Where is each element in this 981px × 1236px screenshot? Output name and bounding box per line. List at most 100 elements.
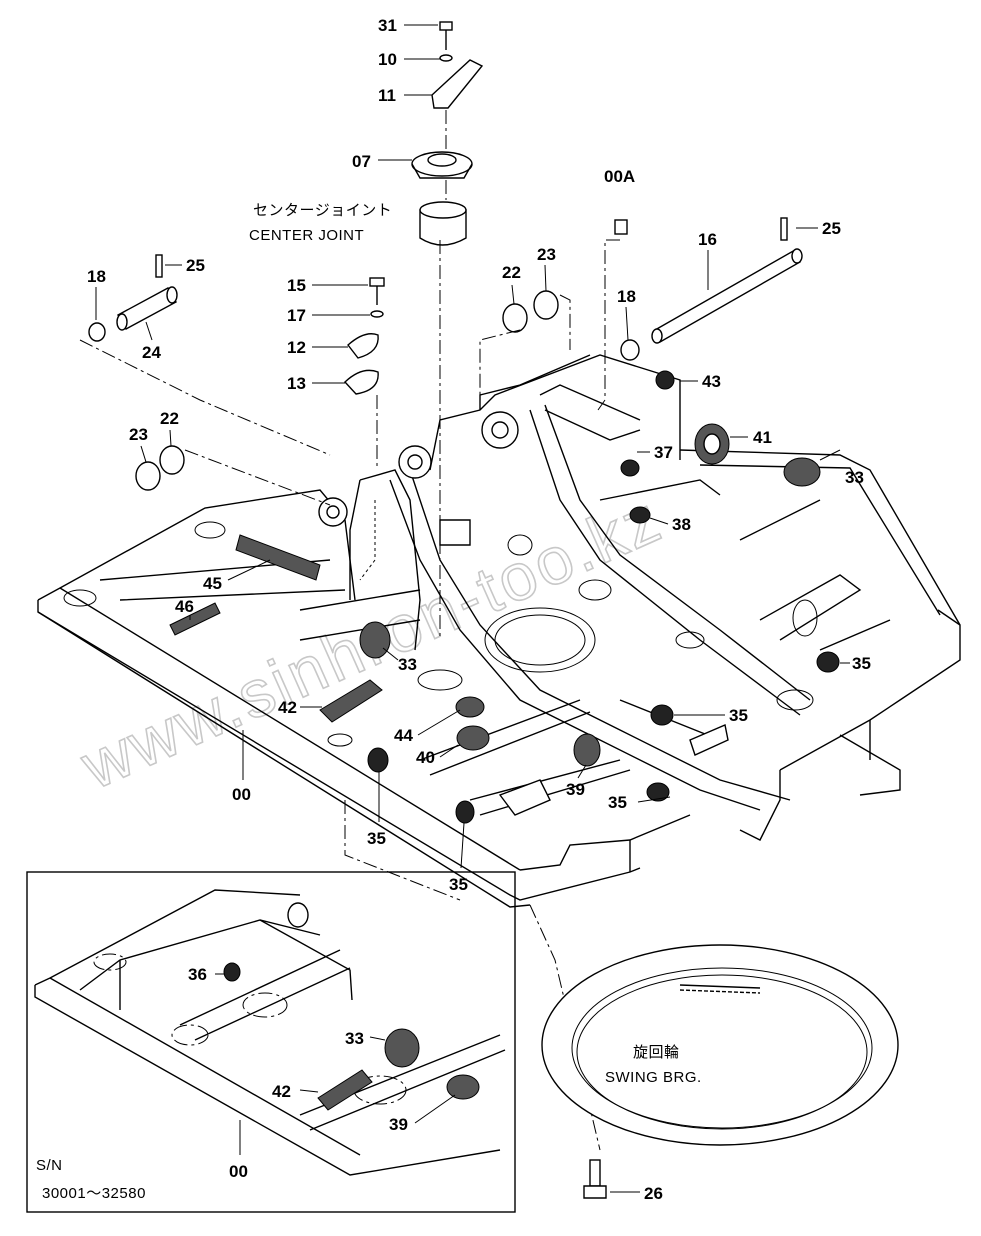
- callout-22-left: 22: [160, 409, 179, 428]
- mount-35-d: [650, 704, 674, 726]
- callout-labels: 31 10 11 07 00A 16 25 25 18 24 15 17 12 …: [87, 16, 871, 1203]
- callout-13: 13: [287, 374, 306, 393]
- pad-46: [169, 602, 221, 636]
- callout-00A: 00A: [604, 167, 635, 186]
- mount-42: [319, 679, 383, 723]
- pin-16: [654, 248, 801, 344]
- bolt-31: [439, 21, 453, 31]
- plate-11: [431, 59, 484, 109]
- ring-18-left: [88, 322, 106, 342]
- center-joint-label-en: CENTER JOINT: [249, 227, 364, 244]
- bolt-15: [369, 277, 385, 287]
- mount-35-b: [455, 800, 475, 824]
- mount-39: [573, 733, 601, 767]
- callout-22-top: 22: [502, 263, 521, 282]
- washer-17: [370, 310, 384, 318]
- callout-35-d: 35: [729, 706, 748, 725]
- callout-42-inset: 42: [272, 1082, 291, 1101]
- callout-35-a: 35: [367, 829, 386, 848]
- callout-40: 40: [416, 748, 435, 767]
- callout-24: 24: [142, 343, 161, 362]
- mount-35-a: [367, 747, 389, 773]
- callout-43: 43: [702, 372, 721, 391]
- callout-41: 41: [753, 428, 772, 447]
- callout-33-inset: 33: [345, 1029, 364, 1048]
- callout-35-e: 35: [852, 654, 871, 673]
- callout-45: 45: [203, 574, 222, 593]
- callout-35-c: 35: [608, 793, 627, 812]
- pin-25-left: [155, 254, 163, 278]
- callout-36: 36: [188, 965, 207, 984]
- shim-22-top: [502, 303, 528, 333]
- callout-33-top: 33: [845, 468, 864, 487]
- inset-mount-33: [384, 1028, 420, 1068]
- mount-33-mid: [359, 621, 391, 659]
- rubber-mounts: [319, 370, 840, 824]
- swing-brg-label-jp: 旋回輪: [633, 1044, 680, 1061]
- shim-23-left: [135, 461, 161, 491]
- callout-26: 26: [644, 1184, 663, 1203]
- callout-10: 10: [378, 50, 397, 69]
- callout-23-top: 23: [537, 245, 556, 264]
- center-joint-body: [419, 209, 467, 246]
- pad-45: [235, 534, 321, 581]
- callout-25-right: 25: [822, 219, 841, 238]
- mount-44: [455, 696, 485, 718]
- callout-42: 42: [278, 698, 297, 717]
- callout-18-right: 18: [617, 287, 636, 306]
- callout-38: 38: [672, 515, 691, 534]
- pin-25-right: [780, 217, 788, 241]
- callout-07: 07: [352, 152, 371, 171]
- plate-12: [347, 333, 379, 359]
- bolt-26: [589, 1159, 601, 1187]
- callout-23-left: 23: [129, 425, 148, 444]
- swing-bearing-outer: [541, 944, 899, 1146]
- inset-mount-39: [446, 1074, 480, 1100]
- callout-15: 15: [287, 276, 306, 295]
- washer-10: [439, 54, 453, 62]
- plate-13: [344, 369, 379, 395]
- sn-title: S/N: [36, 1157, 63, 1174]
- callout-25-left: 25: [186, 256, 205, 275]
- callout-18-left: 18: [87, 267, 106, 286]
- fitting-00A: [614, 219, 628, 235]
- small-plate: [498, 779, 551, 816]
- text-labels: センタージョイント CENTER JOINT 旋回輪 SWING BRG. S/…: [36, 202, 702, 1202]
- swing-circle-opening: [484, 607, 596, 673]
- center-joint-label-jp: センタージョイント: [253, 202, 392, 219]
- mount-37: [620, 459, 640, 477]
- sn-range: 30001～32580: [42, 1185, 146, 1202]
- swing-brg-label-en: SWING BRG.: [605, 1069, 702, 1086]
- revolving-frame-drawing: [37, 354, 961, 908]
- inset-mount-36: [223, 962, 241, 982]
- callout-35-b: 35: [449, 875, 468, 894]
- callout-31: 31: [378, 16, 397, 35]
- mount-43: [655, 370, 675, 390]
- exploded-parts: [88, 21, 803, 491]
- callout-17: 17: [287, 306, 306, 325]
- inset-mount-42: [317, 1069, 373, 1111]
- inset-frame: [26, 871, 516, 1213]
- callout-44: 44: [394, 726, 413, 745]
- callout-37: 37: [654, 443, 673, 462]
- mount-38: [629, 506, 651, 524]
- ring-18-right: [620, 339, 640, 361]
- leader-lines: [79, 24, 850, 1151]
- shim-23-top: [533, 290, 559, 320]
- callout-33-mid: 33: [398, 655, 417, 674]
- callout-39-inset: 39: [389, 1115, 408, 1134]
- callout-00-main: 00: [232, 785, 251, 804]
- callout-46: 46: [175, 597, 194, 616]
- mount-40: [456, 725, 490, 751]
- callout-12: 12: [287, 338, 306, 357]
- shim-22-left: [159, 445, 185, 475]
- callout-16: 16: [698, 230, 717, 249]
- mount-33-top: [783, 457, 821, 487]
- swing-bearing: [541, 944, 899, 1199]
- callout-00-inset: 00: [229, 1162, 248, 1181]
- callout-39: 39: [566, 780, 585, 799]
- inset-serial-variant: [26, 871, 516, 1213]
- mount-35-c: [646, 782, 670, 802]
- callout-11: 11: [378, 86, 396, 105]
